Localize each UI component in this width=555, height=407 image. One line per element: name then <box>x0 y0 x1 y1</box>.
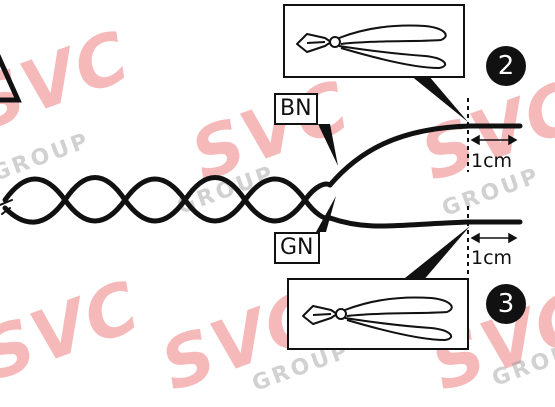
wiring-diagram: SVC SVC SVC SVC SVC SVC GROUP GROUP GROU… <box>0 4 555 407</box>
lower-tool-box <box>287 278 469 350</box>
gn-leader <box>316 196 336 232</box>
bn-label: BN <box>274 93 318 125</box>
upper-dimension-arrow <box>470 134 518 146</box>
upper-strip-length: 1cm <box>471 150 513 172</box>
wire-drawing <box>0 54 523 282</box>
step-badge-lower: 3 <box>486 284 526 324</box>
lower-strip-length: 1cm <box>471 247 513 269</box>
gn-label: GN <box>274 232 320 264</box>
wire-cutter-icon <box>302 296 453 341</box>
upper-tool-box <box>283 4 465 78</box>
bn-leader <box>318 124 338 166</box>
warning-triangle-icon <box>0 54 22 103</box>
upper-tool-leader <box>410 75 468 122</box>
twisted-cable <box>0 175 333 225</box>
step-badge-upper: 2 <box>486 46 526 86</box>
lower-tool-leader <box>400 226 470 282</box>
lower-dimension-arrow <box>470 232 518 244</box>
brown-wire <box>327 123 523 188</box>
green-wire <box>327 215 523 229</box>
wire-cutter-icon <box>296 24 447 69</box>
